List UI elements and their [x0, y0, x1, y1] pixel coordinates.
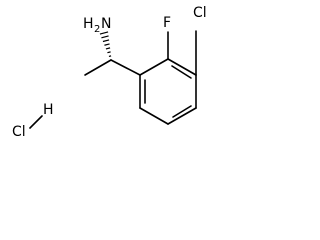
- molecule-structure-drawing: H 2 N F Cl Cl H: [12, 5, 207, 140]
- hashed-wedge-stripe: [105, 47, 111, 50]
- salt-hydrogen-label: H: [43, 102, 54, 118]
- fluorine-label: F: [163, 15, 171, 31]
- hashed-wedge-stripe: [104, 43, 110, 46]
- hashed-wedge-stripe: [107, 51, 111, 54]
- amine-h-label: H: [83, 16, 94, 32]
- hashed-wedge-stripe: [99, 31, 109, 35]
- ring-bond-5: [167, 58, 197, 76]
- methyl-bond: [84, 59, 112, 76]
- hashed-wedge-stripe: [101, 35, 109, 39]
- ring-bond-6: [139, 58, 169, 76]
- ring-attachment-bond: [110, 59, 141, 76]
- hashed-wedge-stripe: [102, 39, 110, 43]
- amine-subscript-label: 2: [94, 24, 100, 35]
- hashed-wedge-stripe: [108, 55, 112, 58]
- ring-bond-3: [167, 107, 197, 125]
- salt-h-cl-bond: [29, 115, 43, 129]
- chlorine-label: Cl: [193, 5, 207, 21]
- ring-bond-2: [139, 107, 169, 125]
- hashed-wedge-bond: [99, 31, 112, 58]
- ring-double-bond-inner-3: [171, 65, 192, 79]
- salt-chlorine-label: Cl: [12, 124, 26, 140]
- ring-double-bond-inner-2: [172, 105, 192, 118]
- amine-n-label: N: [101, 16, 111, 32]
